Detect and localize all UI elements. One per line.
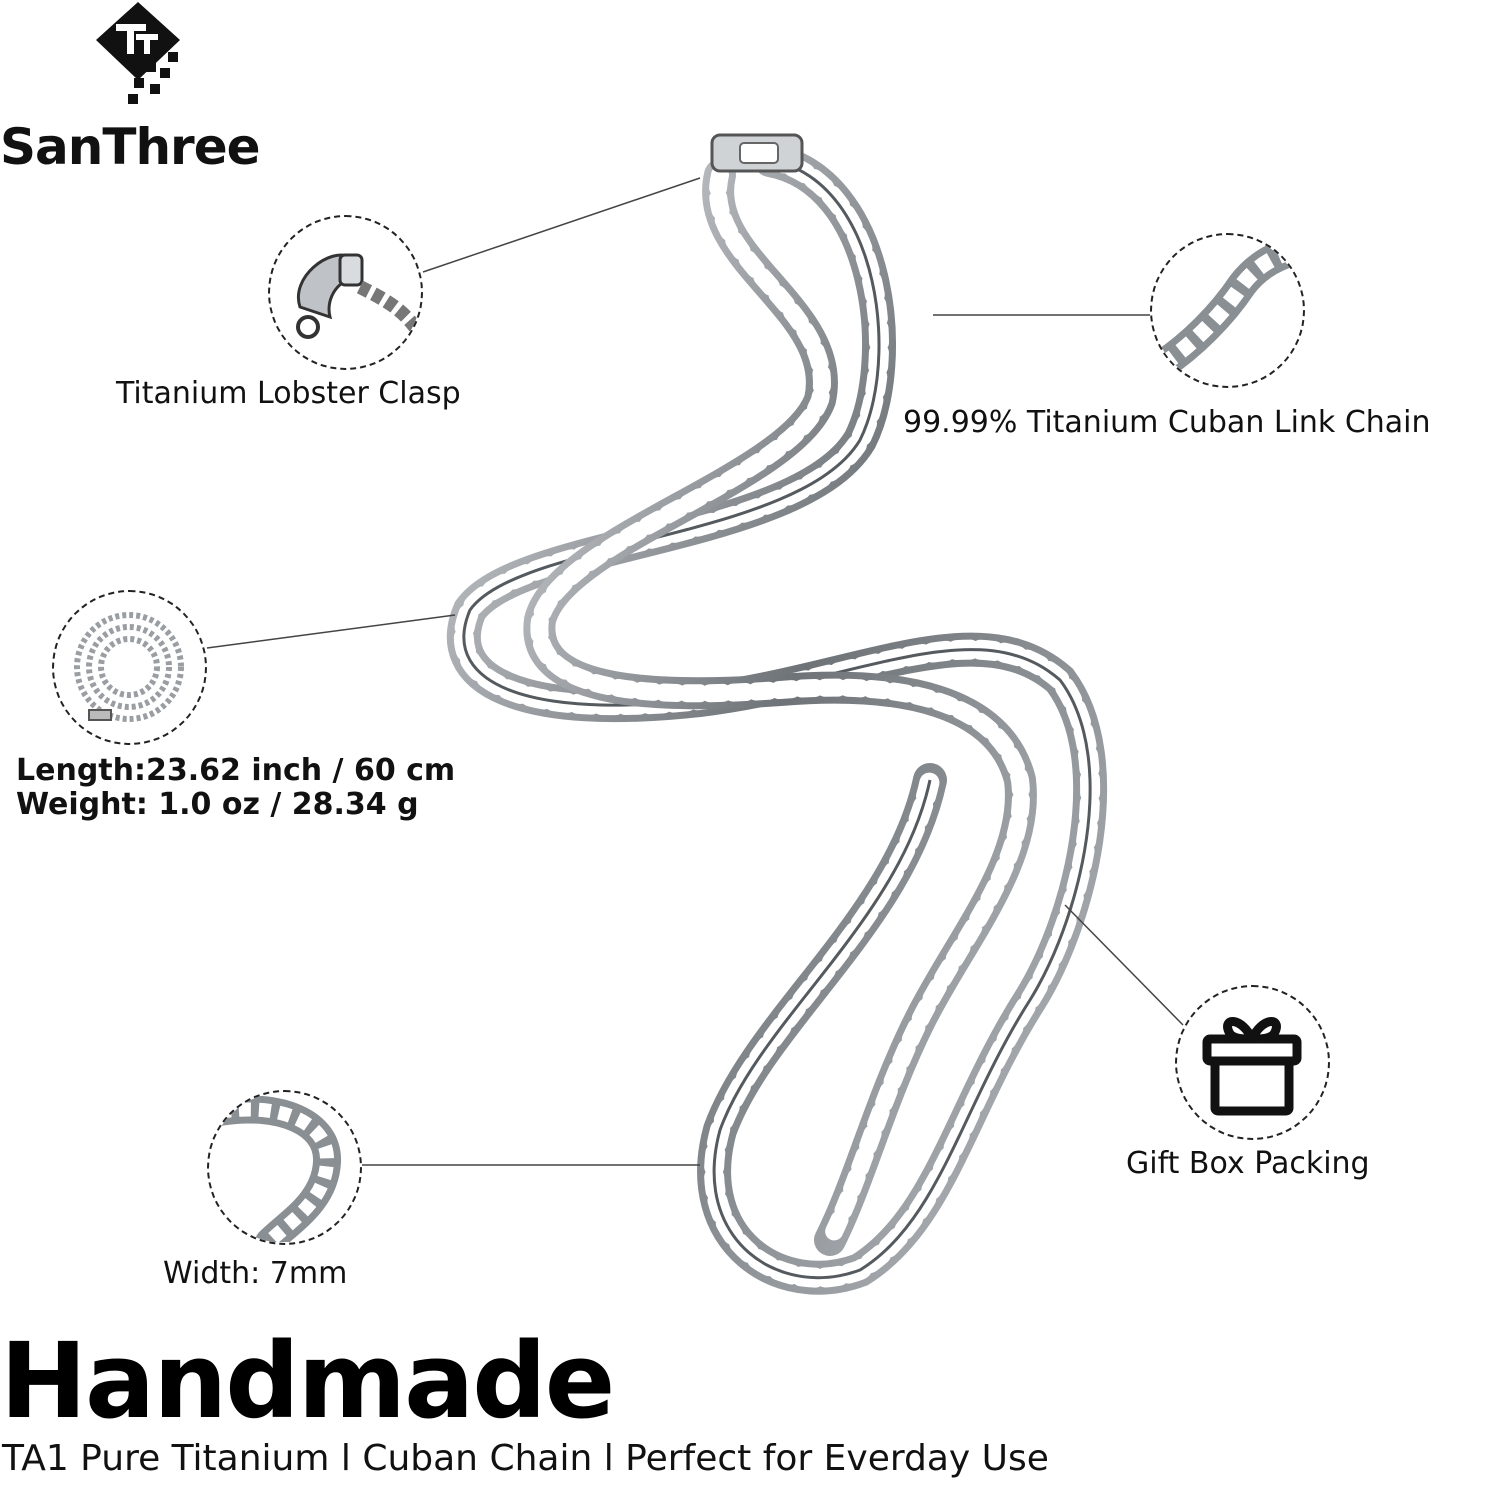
- lobster-clasp-icon: [268, 215, 423, 370]
- subline: TA1 Pure Titanium l Cuban Chain l Perfec…: [2, 1438, 1049, 1479]
- santhree-logo-icon: [96, 2, 180, 104]
- length-spec: Length:23.62 inch / 60 cm: [16, 753, 456, 788]
- clasp-label: Titanium Lobster Clasp: [116, 376, 461, 411]
- headline: Handmade: [0, 1320, 615, 1442]
- width-label: Width: 7mm: [163, 1256, 348, 1291]
- weight-spec: Weight: 1.0 oz / 28.34 g: [16, 787, 419, 822]
- brand-name: SanThree: [0, 118, 261, 176]
- gift-box-icon: [1175, 985, 1330, 1140]
- chain-label: 99.99% Titanium Cuban Link Chain: [903, 405, 1431, 440]
- chain-width-icon: [207, 1090, 362, 1245]
- gift-label: Gift Box Packing: [1126, 1146, 1370, 1181]
- cuban-link-icon: [1150, 233, 1305, 388]
- coiled-chain-icon: [52, 590, 207, 745]
